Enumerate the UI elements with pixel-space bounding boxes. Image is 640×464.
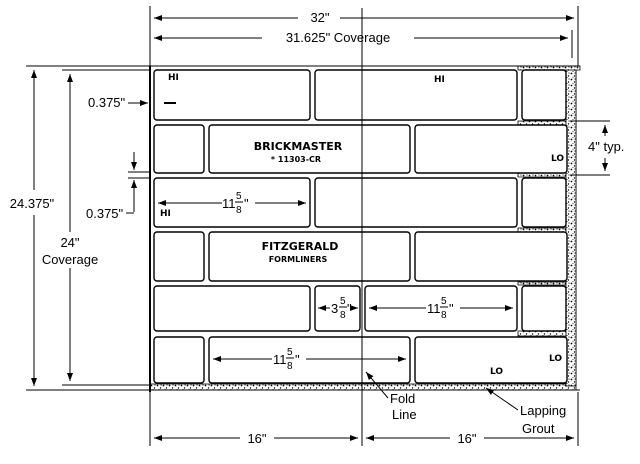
brand-name: BRICKMASTER — [254, 140, 343, 153]
dimension-text: 8 — [340, 310, 346, 321]
brick — [153, 177, 311, 228]
dimension-text: 8 — [236, 205, 242, 216]
top-inset-label: 0.375" — [88, 95, 126, 110]
dimension-coverage-width: 31.625" Coverage — [154, 30, 573, 58]
coverage-width-label: 31.625" Coverage — [286, 30, 390, 45]
dimension-text: 5 — [236, 191, 242, 202]
brick — [208, 231, 411, 282]
hi-mark: HI — [434, 75, 445, 85]
dimension-text: " — [449, 301, 454, 316]
brick-pattern — [153, 69, 568, 384]
dimension-text: Line — [392, 407, 417, 422]
hi-mark: HI — [160, 209, 171, 219]
dimension-text: 11 — [273, 352, 287, 367]
dimension-brick-length-row6: 11 5 8 " — [213, 347, 406, 372]
brick — [153, 285, 311, 332]
brick — [153, 336, 205, 384]
dimension-coverage-height: 24" Coverage — [42, 69, 150, 386]
lo-mark: LO — [549, 354, 562, 364]
dimension-overall-height: 24.375" — [10, 65, 150, 391]
brick — [364, 285, 518, 332]
dimension-text: 11 — [427, 301, 441, 316]
dimension-half-brick: 3 5 8 " — [318, 296, 358, 321]
lapping-grout-callout: Lapping Grout — [485, 387, 566, 436]
dimension-course-height: 4" typ. — [570, 120, 624, 176]
brick — [208, 336, 411, 384]
dimension-right-half: 16" — [366, 392, 579, 446]
dimension-left-half: 16" — [149, 392, 358, 446]
overall-width-label: 32" — [310, 10, 329, 25]
dimension-top-inset: 0.375" — [88, 95, 176, 110]
coverage-height-value: 24" — [60, 235, 79, 250]
brick — [314, 177, 518, 228]
dimension-text: " — [347, 301, 352, 316]
dimension-brick-length-row3: 11 5 8 " — [158, 191, 306, 216]
lo-mark: LO — [490, 367, 503, 377]
brick — [153, 69, 311, 121]
dimension-text: Lapping — [520, 403, 566, 418]
company-subtitle: FORMLINERS — [269, 255, 328, 264]
dimension-text: 5 — [287, 347, 293, 358]
dimension-text: 3 — [331, 301, 338, 316]
course-height-label: 4" typ. — [588, 139, 624, 154]
brick — [153, 231, 205, 282]
grout-inset-label: 0.375" — [86, 206, 124, 221]
product-code: * 11303-CR — [271, 155, 321, 164]
overall-height-label: 24.375" — [10, 196, 55, 211]
dimension-text: 5 — [441, 296, 447, 307]
dimension-text: 8 — [441, 310, 447, 321]
dimension-text: " — [244, 196, 249, 211]
left-half-label: 16" — [247, 431, 266, 446]
brick — [414, 336, 568, 384]
brick — [314, 69, 518, 121]
brick — [153, 124, 205, 174]
dimension-brick-length-row5: 11 5 8 " — [369, 296, 513, 321]
right-half-label: 16" — [457, 431, 476, 446]
brick — [521, 177, 567, 228]
dimension-text: Fold — [390, 391, 415, 406]
company-name: FITZGERALD — [262, 240, 339, 253]
dimension-text: 8 — [287, 361, 293, 372]
brick — [314, 285, 361, 332]
dimension-grout-inset: 0.375" — [86, 152, 150, 221]
dimension-text: " — [295, 352, 300, 367]
brick — [521, 69, 567, 121]
dimension-text: Grout — [522, 421, 555, 436]
dimension-text: 5 — [340, 296, 346, 307]
dimension-overall-width: 32" — [149, 6, 579, 66]
hi-mark: HI — [168, 73, 179, 83]
coverage-height-word: Coverage — [42, 252, 98, 267]
fold-line-callout: Fold Line — [365, 371, 417, 422]
brick — [414, 124, 568, 174]
dimension-text: 11 — [222, 196, 236, 211]
brick — [208, 124, 411, 174]
brick — [521, 285, 567, 332]
lo-mark: LO — [551, 154, 564, 164]
brick — [414, 231, 568, 282]
